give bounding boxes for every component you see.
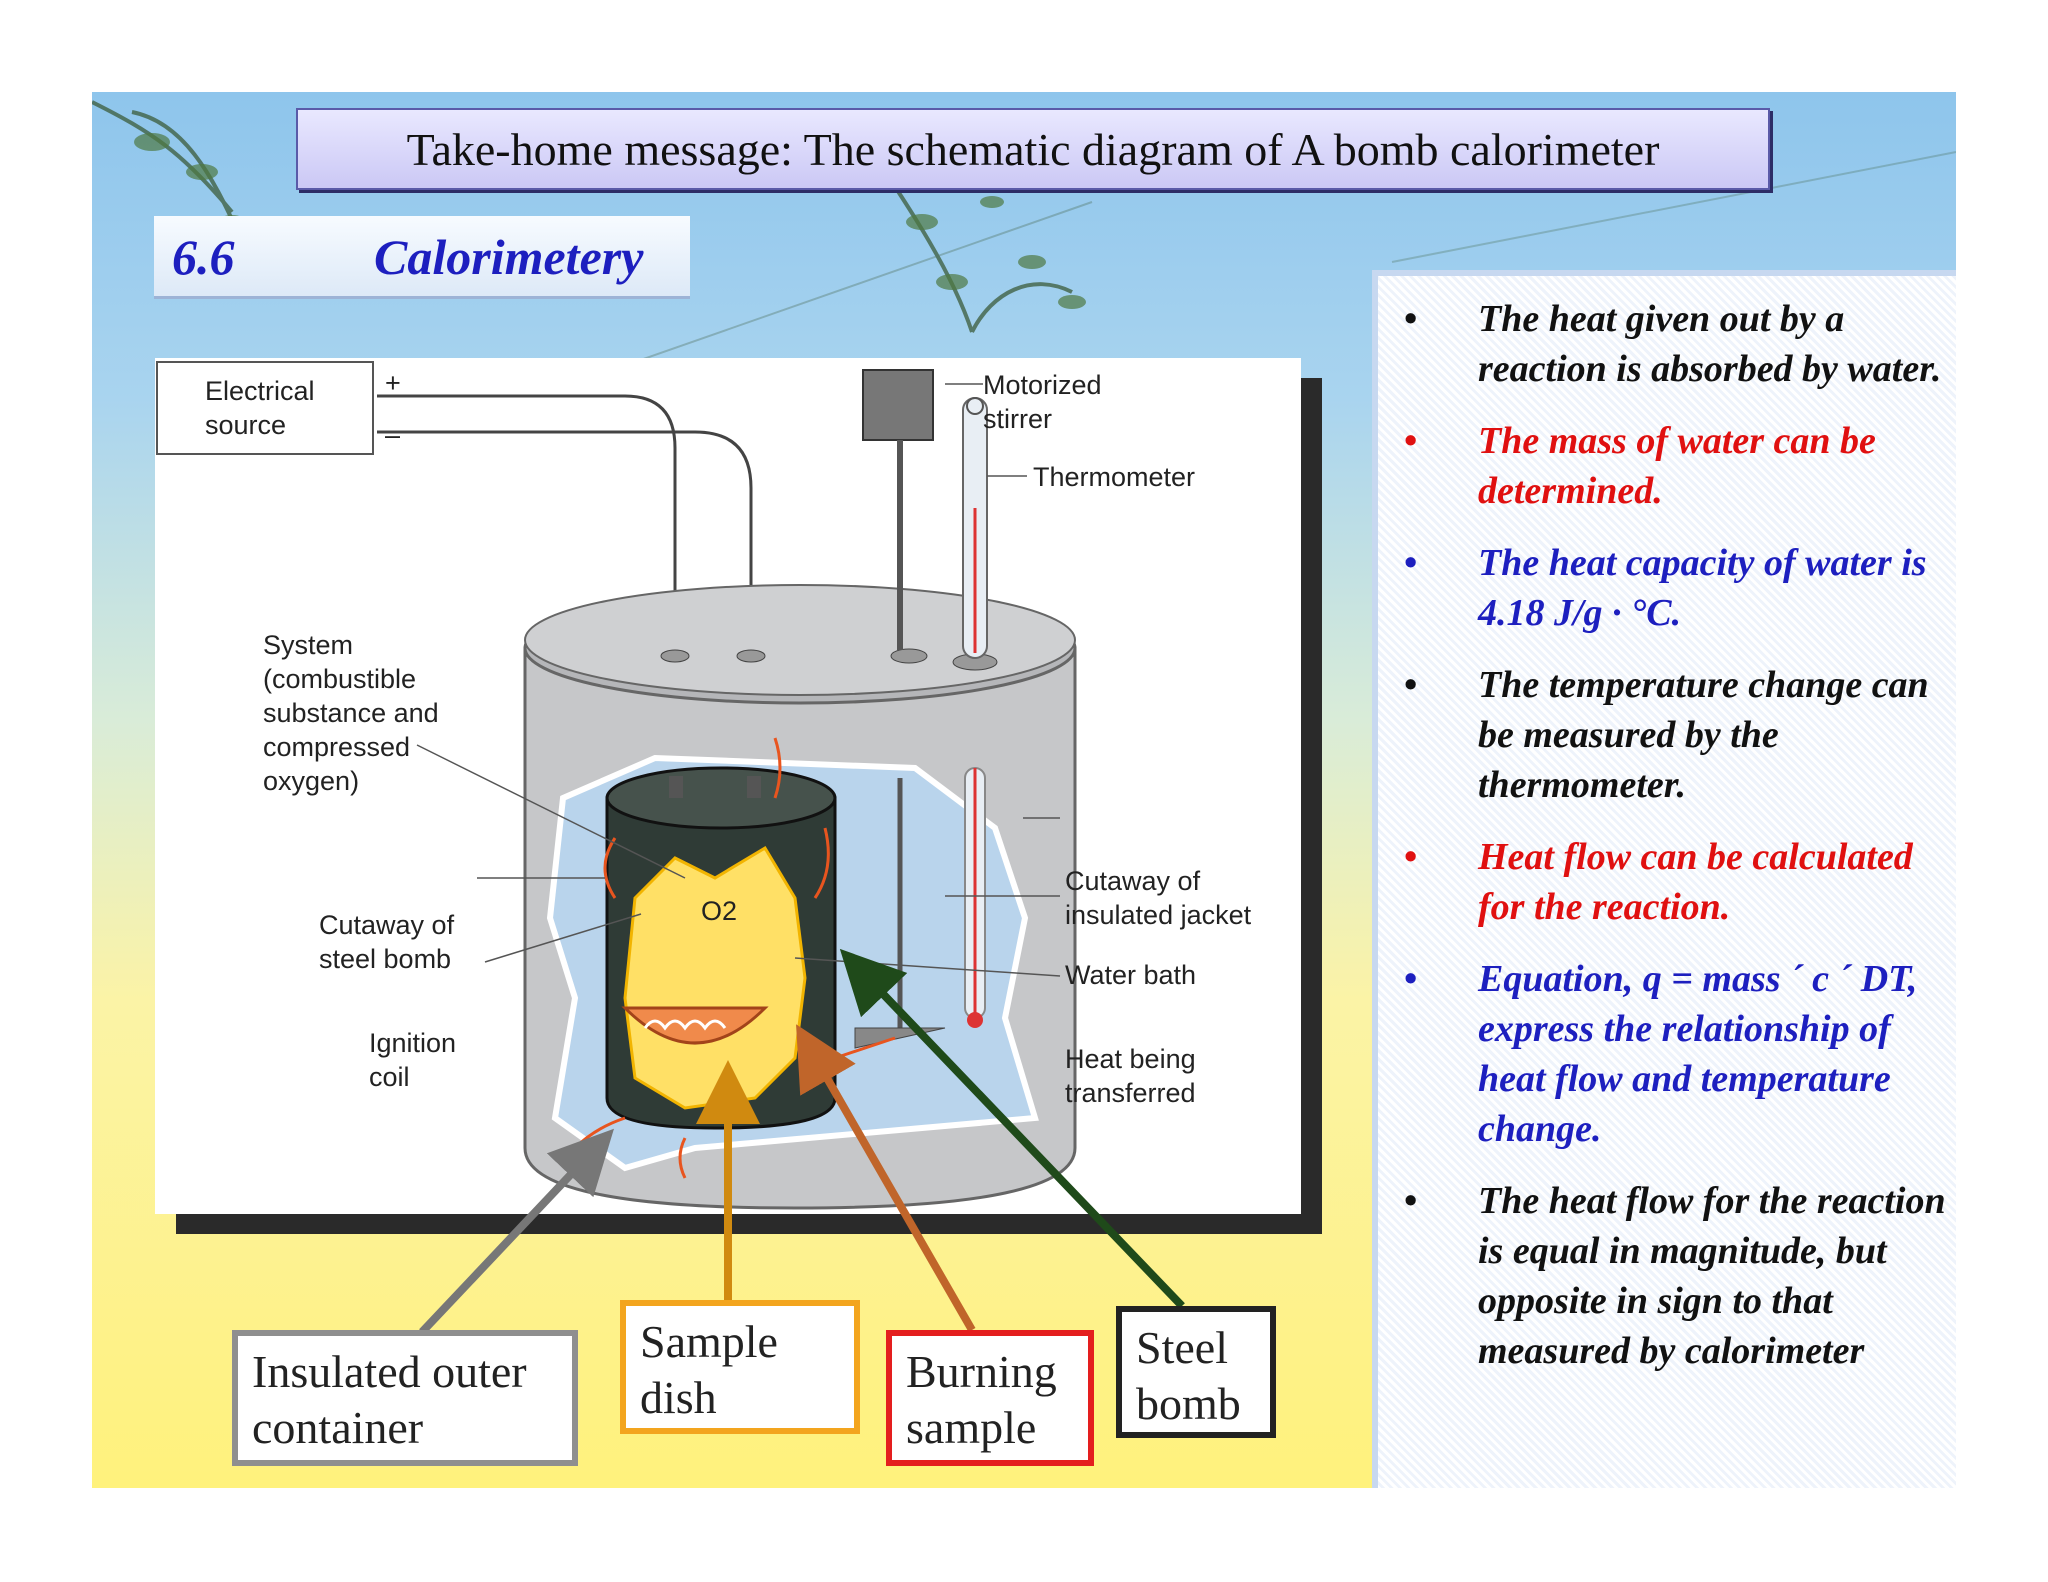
note-item: • The heat given out by a reaction is abs… [1378, 294, 1952, 394]
section-name: Calorimetery [374, 229, 644, 285]
cutaway-steel-bomb-label-2: steel bomb [319, 944, 451, 974]
heat-transferred-label-2: transferred [1065, 1078, 1196, 1108]
insulated-container-line-2: container [252, 1402, 424, 1453]
wire-negative [377, 430, 753, 678]
note-text: Heat flow can be calculated for the reac… [1478, 836, 1913, 928]
sample-dish-line-2: dish [640, 1372, 717, 1423]
steel-bomb-line-2: bomb [1136, 1378, 1241, 1429]
note-item: • The heat capacity of water is 4.18 J/g … [1378, 538, 1952, 638]
note-item: • The temperature change can be measured … [1378, 660, 1952, 810]
bullet: • [1404, 298, 1418, 340]
bullet: • [1404, 542, 1418, 584]
o2-label: O2 [701, 896, 737, 926]
ignition-coil [643, 1019, 727, 1031]
water-bath-label: Water bath [1065, 960, 1196, 990]
system-label-2: (combustible [263, 664, 416, 694]
note-item: • Equation, q = mass ´ c ´ DT, express th… [1378, 954, 1952, 1154]
system-label-3: substance and [263, 698, 439, 728]
electrical-source-label-1: Electrical [205, 376, 315, 406]
heat-transferred-label-1: Heat being [1065, 1044, 1196, 1074]
notes-panel: • The heat given out by a reaction is abs… [1372, 270, 1956, 1488]
burning-sample-line-2: sample [906, 1402, 1037, 1453]
burning-sample-callout: Burning sample [886, 1330, 1094, 1466]
wire-positive [377, 394, 677, 678]
system-label-5: oxygen) [263, 766, 359, 796]
sample-dish-callout: Sample dish [620, 1300, 860, 1434]
slide-title: Take-home message: The schematic diagram… [296, 108, 1770, 190]
sample-dish [621, 1006, 769, 1045]
plus-terminal: + [385, 368, 401, 398]
cutaway-steel-bomb-label-1: Cutaway of [319, 910, 455, 940]
bullet: • [1404, 420, 1418, 462]
note-text: The heat flow for the reaction is equal … [1478, 1180, 1946, 1372]
note-text: The heat capacity of water is 4.18 J/g ·… [1478, 542, 1927, 634]
note-text: Equation, q = mass ´ c ´ DT, express the… [1478, 958, 1918, 1150]
bullet: • [1404, 1180, 1418, 1222]
minus-terminal: – [385, 420, 400, 450]
system-label-4: compressed [263, 732, 410, 762]
insulated-container-line-1: Insulated outer [252, 1346, 527, 1397]
combustion-flame [623, 845, 807, 1110]
thermometer-label: Thermometer [1033, 462, 1195, 492]
notes-list: • The heat given out by a reaction is abs… [1378, 276, 1956, 1376]
insulated-container-callout: Insulated outer container [232, 1330, 578, 1466]
bullet: • [1404, 836, 1418, 878]
steel-bomb-line-1: Steel [1136, 1322, 1228, 1373]
cutaway-jacket-label-2: insulated jacket [1065, 900, 1252, 930]
bomb-calorimeter-diagram: Electrical source + – [155, 358, 1301, 1214]
note-text: The heat given out by a reaction is abso… [1478, 298, 1942, 390]
cutaway-jacket-label-1: Cutaway of [1065, 866, 1201, 896]
system-label-1: System [263, 630, 353, 660]
ignition-coil-label-2: coil [369, 1062, 410, 1092]
note-item: • Heat flow can be calculated for the rea… [1378, 832, 1952, 932]
section-heading: 6.6 Calorimetery [154, 216, 690, 299]
section-number: 6.6 [172, 229, 235, 285]
bullet: • [1404, 958, 1418, 1000]
note-text: The temperature change can be measured b… [1478, 664, 1929, 806]
note-text: The mass of water can be determined. [1478, 420, 1876, 512]
electrical-source-box [156, 361, 374, 455]
note-item: • The heat flow for the reaction is equal… [1378, 1176, 1952, 1376]
motorized-stirrer-label-1: Motorized [983, 370, 1102, 400]
stirrer-motor [862, 369, 934, 441]
sample-dish-line-1: Sample [640, 1316, 778, 1367]
motorized-stirrer-label-2: stirrer [983, 404, 1052, 434]
electrical-source-label-2: source [205, 410, 286, 440]
slide: Take-home message: The schematic diagram… [92, 92, 1956, 1488]
steel-bomb-callout: Steel bomb [1116, 1306, 1276, 1438]
ignition-coil-label-1: Ignition [369, 1028, 456, 1058]
bullet: • [1404, 664, 1418, 706]
burning-sample-line-1: Burning [906, 1346, 1057, 1397]
note-item: • The mass of water can be determined. [1378, 416, 1952, 516]
